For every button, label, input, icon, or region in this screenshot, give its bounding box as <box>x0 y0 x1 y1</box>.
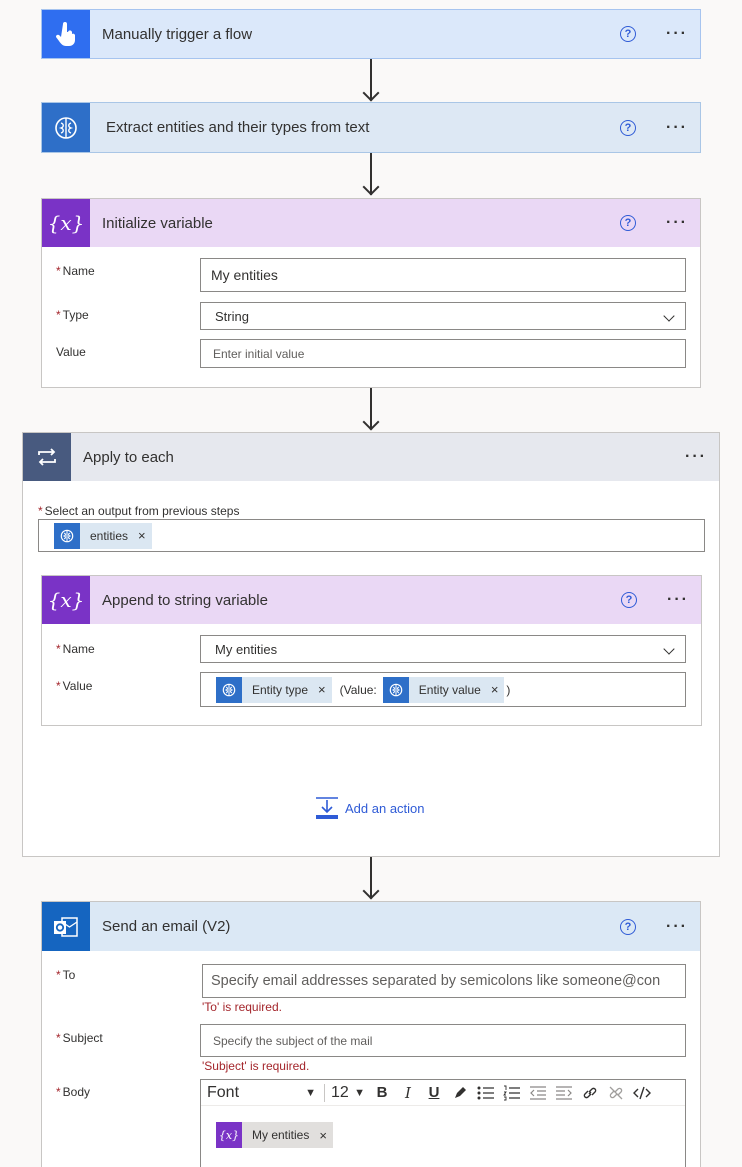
help-icon[interactable]: ? <box>620 119 637 136</box>
send-email-title: Send an email (V2) <box>102 918 231 935</box>
type-label: *Type <box>56 308 89 322</box>
chevron-down-icon <box>663 310 675 322</box>
font-size-select[interactable]: 12▼ <box>331 1083 365 1101</box>
brain-icon <box>216 676 242 703</box>
remove-token-icon[interactable]: × <box>318 682 326 697</box>
add-action-label: Add an action <box>345 800 425 816</box>
value-text-suffix: ) <box>506 682 511 697</box>
remove-token-icon[interactable]: × <box>490 682 499 697</box>
bold-icon[interactable]: B <box>376 1084 388 1101</box>
subject-input[interactable]: Specify the subject of the mail <box>200 1024 686 1057</box>
brain-icon <box>42 103 90 152</box>
help-icon[interactable]: ? <box>620 918 637 935</box>
entity-type-token[interactable]: Entity type × <box>216 676 332 703</box>
variable-icon: {x} <box>42 199 90 247</box>
highlight-icon[interactable] <box>447 1083 473 1103</box>
name-label: *Name <box>56 642 95 656</box>
append-string-variable-card[interactable]: {x} Append to string variable ? ··· *Nam… <box>41 575 702 726</box>
output-select-input[interactable]: entities × <box>38 519 705 552</box>
trigger-card[interactable]: Manually trigger a flow ? ··· <box>41 9 701 59</box>
more-options-icon[interactable]: ··· <box>666 917 688 935</box>
loop-icon <box>23 433 71 481</box>
extract-entities-card[interactable]: Extract entities and their types from te… <box>41 102 701 153</box>
chevron-down-icon <box>663 643 675 655</box>
send-email-card[interactable]: Send an email (V2) ? ··· *To Specify ema… <box>41 901 701 1167</box>
subject-label: *Subject <box>56 1031 103 1045</box>
body-variable-token[interactable]: {x} My entities × <box>216 1122 333 1148</box>
code-view-icon[interactable] <box>629 1083 655 1103</box>
rich-text-toolbar: Font▼ 12▼ B I U <box>201 1080 685 1106</box>
append-variable-title: Append to string variable <box>102 591 268 609</box>
variable-type-select[interactable]: String <box>200 302 686 330</box>
connector-arrow-head <box>362 84 380 102</box>
italic-icon[interactable]: I <box>405 1083 411 1102</box>
numbered-list-icon[interactable] <box>499 1083 525 1103</box>
connector-arrow <box>370 153 372 195</box>
help-icon[interactable]: ? <box>620 26 637 42</box>
font-select[interactable]: Font▼ <box>207 1083 325 1102</box>
to-error: 'To' is required. <box>202 1000 282 1014</box>
variable-icon: {x} <box>216 1122 242 1148</box>
more-options-icon[interactable]: ··· <box>666 25 688 42</box>
variable-name-input[interactable]: My entities <box>200 258 686 292</box>
decrease-indent-icon[interactable] <box>525 1083 551 1103</box>
body-label: *Body <box>56 1085 91 1099</box>
brain-icon <box>54 522 80 549</box>
touch-icon <box>42 10 90 58</box>
entities-token[interactable]: entities × <box>54 522 152 549</box>
extract-entities-title: Extract entities and their types from te… <box>106 119 370 136</box>
apply-to-each-title: Apply to each <box>83 448 174 466</box>
append-value-input[interactable]: Entity type × (Value: Entity value × ) <box>200 672 686 707</box>
apply-to-each-card[interactable]: Apply to each ··· *Select an output from… <box>22 432 720 857</box>
to-input[interactable]: Specify email addresses separated by sem… <box>202 964 686 998</box>
add-action-button[interactable]: Add an action <box>315 796 425 820</box>
connector-arrow-head <box>362 882 380 900</box>
trigger-title: Manually trigger a flow <box>102 25 253 43</box>
unlink-icon[interactable] <box>603 1083 629 1103</box>
connector-arrow-head <box>362 413 380 431</box>
link-icon[interactable] <box>577 1083 603 1103</box>
entity-value-token[interactable]: Entity value × <box>382 676 505 703</box>
append-name-select[interactable]: My entities <box>200 635 686 663</box>
variable-value-input[interactable]: Enter initial value <box>200 339 686 368</box>
value-label: *Value <box>56 679 93 693</box>
add-action-icon <box>316 797 338 819</box>
help-icon[interactable]: ? <box>620 215 637 231</box>
connector-arrow-head <box>362 178 380 196</box>
bullet-list-icon[interactable] <box>473 1083 499 1103</box>
more-options-icon[interactable]: ··· <box>667 591 689 608</box>
body-editor[interactable]: Font▼ 12▼ B I U {x} My entities × <box>200 1079 686 1167</box>
name-label: *Name <box>56 264 95 278</box>
remove-token-icon[interactable]: × <box>319 1127 327 1143</box>
connector-arrow <box>370 857 372 898</box>
variable-icon: {x} <box>42 576 90 624</box>
value-text-prefix: (Value: <box>339 682 377 697</box>
subject-error: 'Subject' is required. <box>202 1059 310 1073</box>
output-label: *Select an output from previous steps <box>38 504 240 518</box>
initialize-variable-title: Initialize variable <box>102 214 213 232</box>
value-label: Value <box>56 345 86 359</box>
connector-arrow <box>370 59 372 100</box>
initialize-variable-card[interactable]: {x} Initialize variable ? ··· *Name My e… <box>41 198 701 388</box>
more-options-icon[interactable]: ··· <box>666 214 688 231</box>
increase-indent-icon[interactable] <box>551 1083 577 1103</box>
brain-icon <box>382 676 409 703</box>
help-icon[interactable]: ? <box>621 592 638 608</box>
underline-icon[interactable]: U <box>428 1084 440 1101</box>
more-options-icon[interactable]: ··· <box>685 448 707 465</box>
to-label: *To <box>56 968 76 982</box>
outlook-icon <box>42 902 90 951</box>
connector-arrow <box>370 388 372 429</box>
remove-token-icon[interactable]: × <box>138 528 146 543</box>
more-options-icon[interactable]: ··· <box>666 118 688 136</box>
